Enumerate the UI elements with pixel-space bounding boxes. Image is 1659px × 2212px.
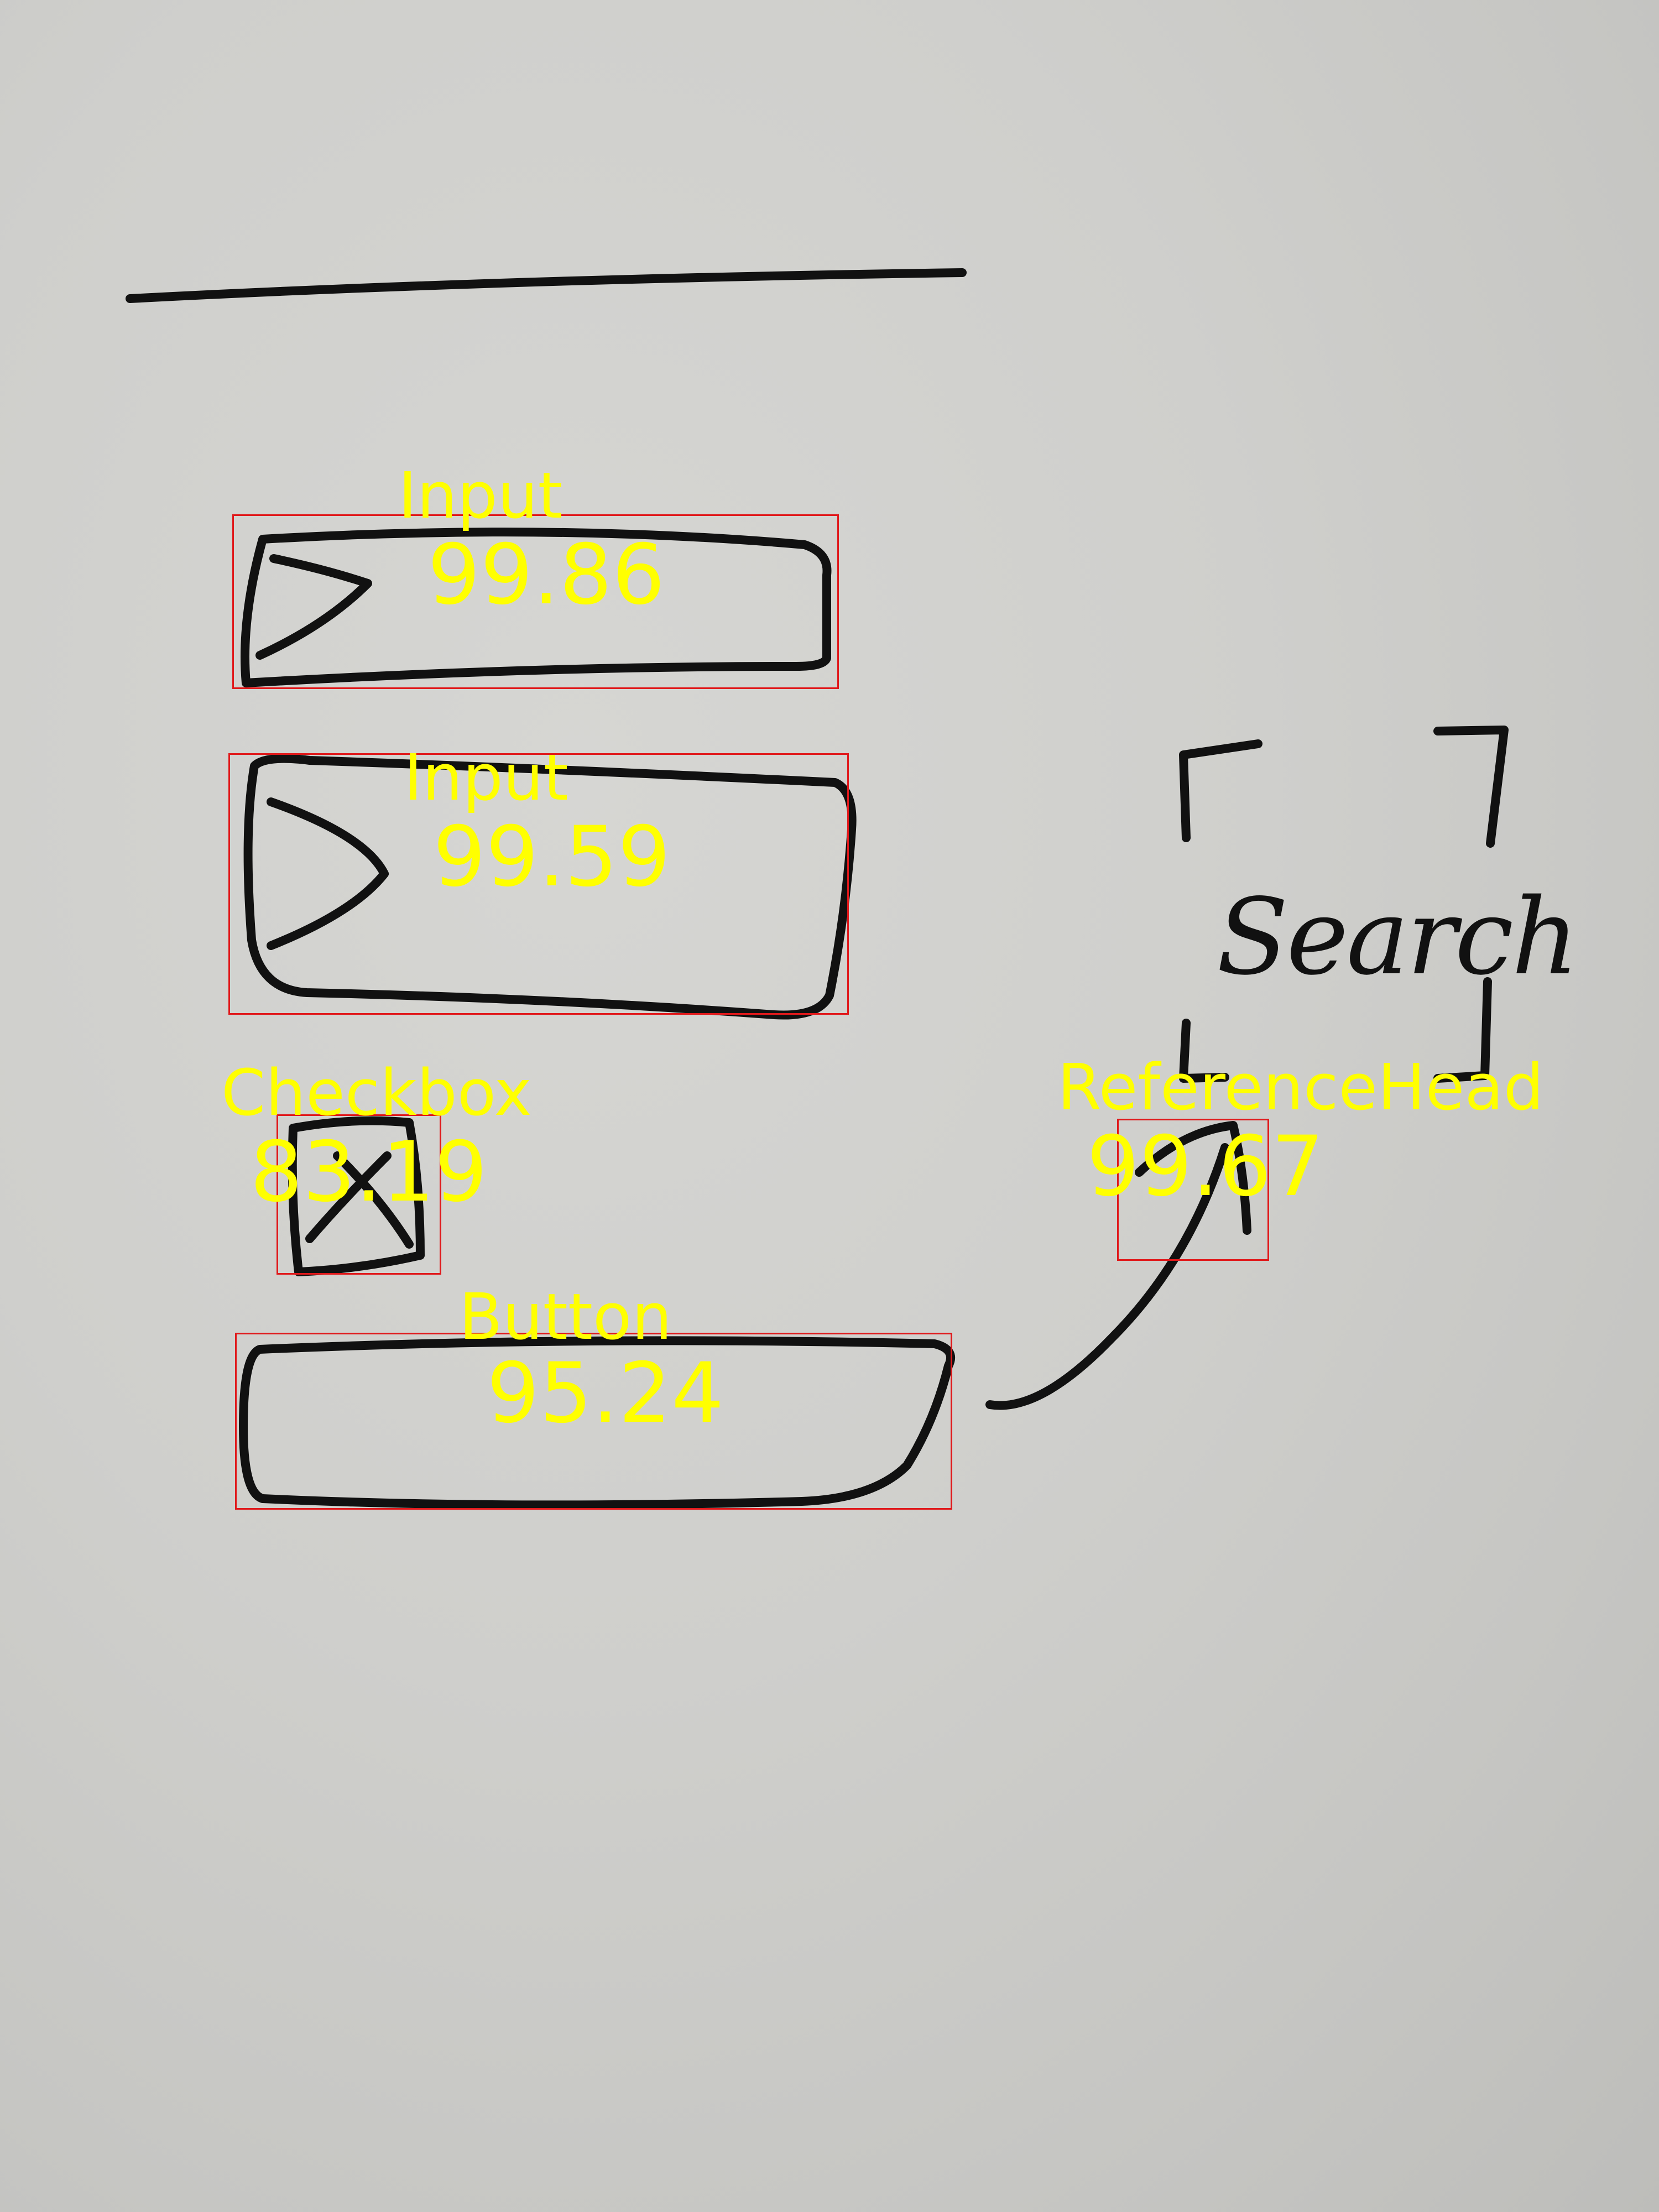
detection-box-button — [235, 1333, 952, 1510]
search-bracket-bl-sketch — [1179, 1019, 1229, 1083]
input-2-sketch — [243, 754, 857, 1020]
search-bracket-tl-sketch — [1179, 739, 1262, 842]
detection-label-reference-head: ReferenceHead — [1057, 1051, 1544, 1125]
checkbox-x-sketch — [305, 1151, 414, 1249]
input-2-arrow-sketch — [267, 797, 389, 950]
detection-box-input-2 — [228, 753, 849, 1015]
search-bracket-tr-sketch — [1433, 726, 1509, 848]
detection-score-input-2: 99.59 — [433, 809, 671, 905]
search-bracket-br-sketch — [1433, 977, 1492, 1083]
search-ink-text: Search — [1217, 876, 1577, 998]
input-1-arrow-sketch — [255, 554, 372, 660]
detection-box-checkbox — [276, 1114, 441, 1275]
reference-arrow-head-sketch — [1135, 1121, 1251, 1235]
reference-arrow-curve-sketch — [985, 1143, 1229, 1410]
detection-box-input-1 — [232, 514, 839, 689]
checkbox-sketch — [288, 1116, 425, 1276]
detection-score-checkbox: 83.19 — [250, 1124, 488, 1220]
detection-label-button: Button — [459, 1280, 672, 1354]
detection-score-reference-head: 99.67 — [1087, 1119, 1324, 1215]
detection-label-checkbox: Checkbox — [221, 1056, 532, 1130]
detection-score-button: 95.24 — [487, 1345, 724, 1442]
button-sketch — [239, 1336, 955, 1510]
input-1-sketch — [241, 528, 832, 687]
detection-score-input-1: 99.86 — [427, 527, 665, 623]
detection-label-input-2: Input — [404, 741, 568, 815]
header-line-sketch — [126, 268, 967, 303]
detection-label-input-1: Input — [398, 459, 563, 533]
detection-box-reference-head — [1117, 1119, 1269, 1261]
